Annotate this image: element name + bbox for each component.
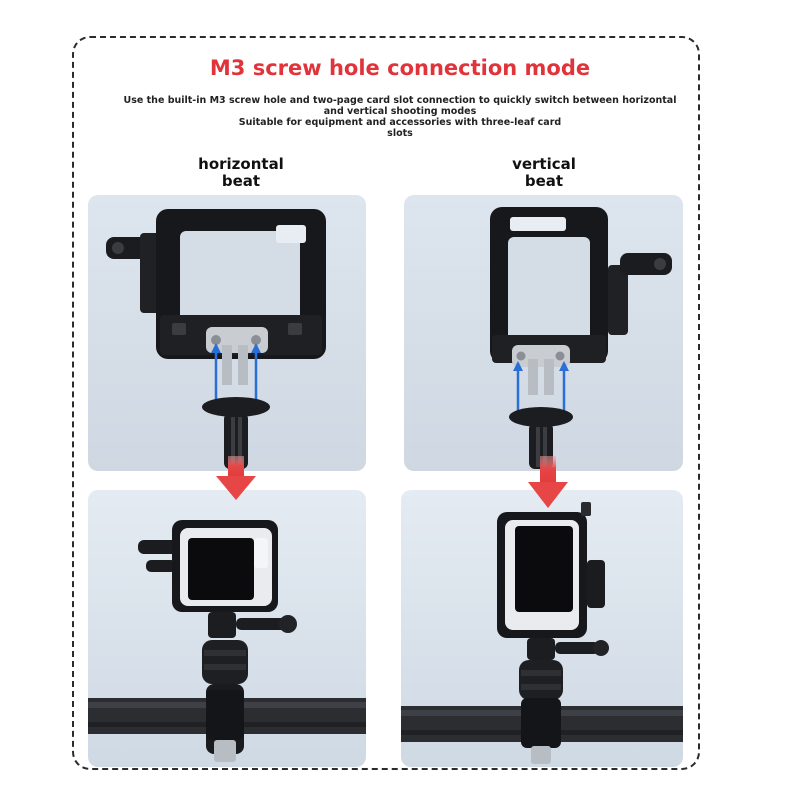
vertical-mode-label: vertical beat bbox=[444, 156, 644, 190]
description-line-4: slots bbox=[387, 128, 413, 139]
description-line-2: and vertical shooting modes bbox=[323, 106, 477, 117]
horizontal-label-line1: horizontal bbox=[198, 155, 284, 173]
vertical-mounted-illustration bbox=[401, 502, 683, 764]
horizontal-mounted-camera-image bbox=[88, 490, 366, 767]
horizontal-label-line2: beat bbox=[221, 172, 261, 190]
horizontal-cage-illustration bbox=[106, 209, 326, 469]
description-line-3: Suitable for equipment and accessories w… bbox=[238, 117, 562, 128]
description-line-1: Use the built-in M3 screw hole and two-p… bbox=[123, 95, 677, 106]
down-arrow-icon bbox=[528, 456, 568, 508]
horizontal-mounted-illustration bbox=[88, 520, 366, 762]
vertical-label-line2: beat bbox=[524, 172, 564, 190]
horizontal-mode-label: horizontal beat bbox=[141, 156, 341, 190]
vertical-cage-image bbox=[404, 195, 683, 471]
vertical-cage-illustration bbox=[490, 207, 672, 469]
down-arrow-icon bbox=[216, 456, 256, 500]
page-title: M3 screw hole connection mode bbox=[209, 56, 591, 80]
vertical-label-line1: vertical bbox=[512, 155, 576, 173]
vertical-mounted-camera-image bbox=[401, 490, 683, 767]
horizontal-cage-image bbox=[88, 195, 366, 471]
content-frame bbox=[72, 36, 700, 770]
